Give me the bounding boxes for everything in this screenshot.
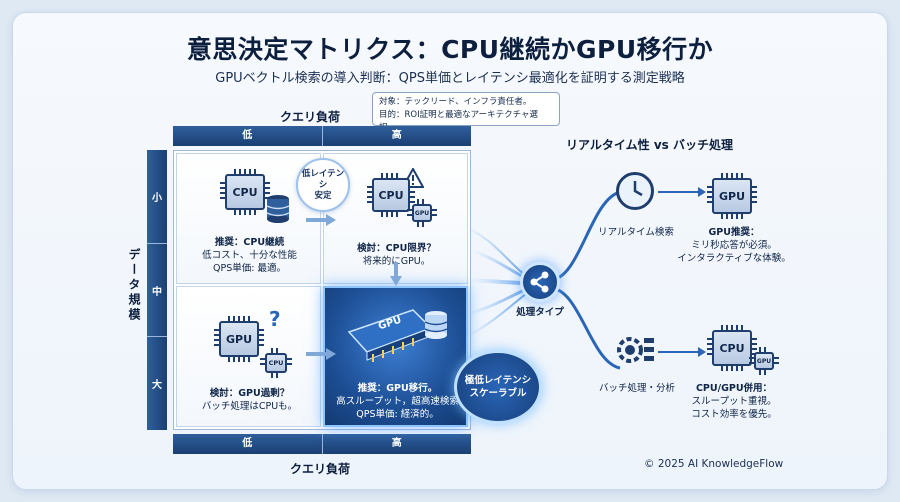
- matrix-arrows: [306, 214, 336, 360]
- target-audience: 対象：テックリード、インフラ責任者。: [379, 97, 532, 107]
- ultra-low-latency-badge: 極低レイテンシ スケーラブル: [454, 350, 542, 424]
- query-axis-title-top: クエリ負荷: [280, 110, 341, 124]
- data-axis-large: 大: [152, 380, 162, 392]
- batch-label: バッチ処理・分析: [598, 383, 675, 394]
- cell-bottom-left: GPU ? CPU 検討：GPU過剰？ バッチ処理はCPUも。: [176, 286, 321, 427]
- hub-node: [520, 262, 560, 302]
- cpu-chip-icon: CPU: [367, 173, 415, 217]
- query-axis-bar-bottom: 低 高: [173, 434, 471, 454]
- page-subtitle: GPUベクトル検索の導入判断：QPS単価とレイテンシ最適化を証明する測定戦略: [215, 71, 685, 86]
- realtime-line3: インタラクティブな体験。: [677, 253, 791, 264]
- cpu-chip-icon: CPU: [707, 325, 757, 371]
- gpu-card-icon: [347, 309, 433, 362]
- query-axis-title-bottom: クエリ負荷: [290, 462, 351, 476]
- cell-tl-line3: QPS単価: 最適。: [213, 263, 286, 274]
- realtime-label: リアルタイム検索: [598, 227, 674, 238]
- low-latency-text: 低レイテンシ 安定: [301, 168, 345, 201]
- cell-br-line3: QPS単価: 経済的。: [356, 409, 439, 420]
- batch-line2: スループット重視。: [691, 396, 777, 407]
- query-axis-high: 高: [391, 130, 402, 141]
- low-latency-badge: 低レイテンシ 安定: [296, 158, 350, 212]
- cell-tr-line2: 将来的にGPU。: [362, 256, 431, 267]
- ultra-low-latency-text: 極低レイテンシ スケーラブル: [464, 375, 532, 399]
- question-mark-icon: ?: [269, 307, 281, 331]
- cell-top-left: CPU 推奨：CPU継続 低コスト、十分な性能 QPS単価: 最適。: [176, 153, 321, 284]
- hub-label: 処理タイプ: [516, 307, 564, 318]
- data-axis-medium: 中: [147, 244, 167, 338]
- batch-line3: コスト効率を優先。: [691, 409, 777, 420]
- right-panel-title: リアルタイム性 vs バッチ処理: [566, 138, 733, 152]
- gear-icon: [617, 337, 654, 363]
- gpu-chip-icon: GPU: [707, 173, 757, 219]
- cpu-chip-icon: CPU: [220, 169, 270, 215]
- database-icon: [266, 195, 290, 223]
- cpu-small-chip-icon: CPU: [260, 348, 292, 378]
- database-icon: [424, 311, 448, 339]
- target-info-box: 対象：テックリード、インフラ責任者。 目的：ROI証明と最適なアーキテクチャ選択…: [372, 92, 560, 133]
- data-axis-small: 小: [147, 150, 167, 244]
- cell-tl-line1: 推奨：CPU継続: [214, 237, 285, 248]
- cell-br-line1: 推奨：GPU移行。: [357, 383, 438, 394]
- page-title: 意思決定マトリクス：CPU継続かGPU移行か: [186, 35, 714, 64]
- cell-bottom-right: GPU 推奨：GPU移行。 高スループット，超高速検索 QPS単価: 経済的。: [323, 286, 468, 427]
- data-axis-title: データ規模: [127, 248, 141, 323]
- share-icon: [530, 271, 549, 293]
- cell-tr-line1: 検討：CPU限界？: [357, 243, 436, 254]
- query-axis-low-bottom: 低: [173, 434, 323, 454]
- data-axis-bar: 小 中 大: [147, 150, 167, 430]
- decision-matrix: CPU 推奨：CPU継続 低コスト、十分な性能 QPS単価: 最適。 CPU G…: [173, 150, 471, 430]
- query-axis-high-bottom: 高: [391, 438, 402, 449]
- branch-batch: [549, 286, 621, 370]
- gpu-small-chip-icon: GPU: [749, 347, 779, 375]
- cell-tl-line2: 低コスト、十分な性能: [202, 250, 297, 261]
- realtime-line1: GPU推奨：: [708, 227, 760, 238]
- query-axis-bar-top: 低 高: [173, 126, 471, 146]
- down-arrow-icon: [390, 262, 402, 286]
- clock-icon: [616, 172, 654, 210]
- batch-line1: CPU/GPU併用：: [695, 383, 773, 394]
- cell-bl-line1: 検討：GPU過剰？: [209, 388, 290, 399]
- realtime-line2: ミリ秒応答が必須。: [691, 240, 777, 251]
- copyright: © 2025 AI KnowledgeFlow: [644, 458, 784, 470]
- cell-br-line2: 高スループット，超高速検索: [336, 396, 459, 407]
- gpu-chip-icon: GPU: [214, 316, 264, 362]
- gpu-small-chip-icon: GPU: [407, 199, 437, 227]
- cell-bl-line2: バッチ処理はCPUも。: [201, 401, 298, 412]
- query-axis-low: 低: [173, 126, 323, 146]
